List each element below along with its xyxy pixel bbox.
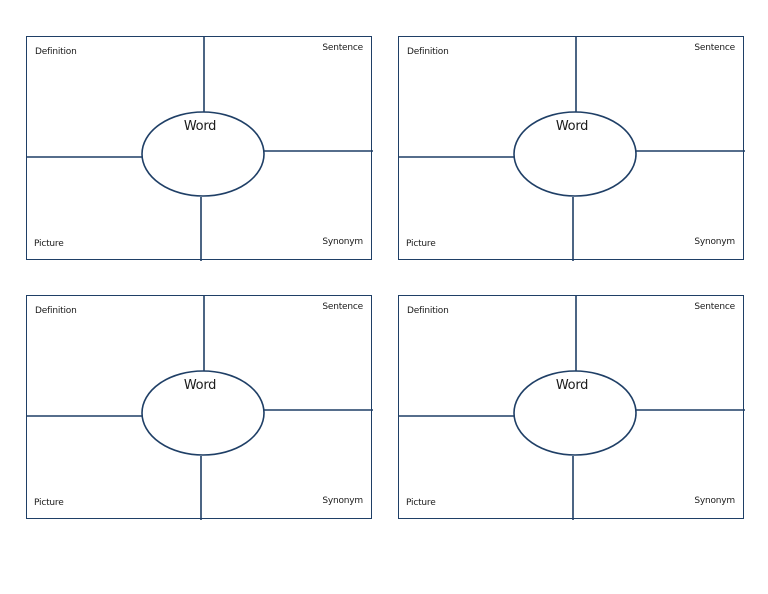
sentence-label: Sentence <box>694 43 735 53</box>
word-oval <box>141 370 265 456</box>
synonym-label: Synonym <box>322 496 363 506</box>
card-dividers <box>27 37 373 261</box>
sentence-label: Sentence <box>322 302 363 312</box>
card-dividers <box>27 296 373 520</box>
frayer-card-3: Definition Sentence Word Picture Synonym <box>26 295 373 520</box>
sentence-label: Sentence <box>694 302 735 312</box>
synonym-label: Synonym <box>694 237 735 247</box>
card-dividers <box>399 37 745 261</box>
word-label: Word <box>555 119 589 134</box>
picture-label: Picture <box>406 498 436 508</box>
synonym-label: Synonym <box>694 496 735 506</box>
word-oval <box>141 111 265 197</box>
synonym-label: Synonym <box>322 237 363 247</box>
frayer-card-4: Definition Sentence Word Picture Synonym <box>398 295 745 520</box>
definition-label: Definition <box>35 47 77 57</box>
definition-label: Definition <box>407 47 449 57</box>
frayer-card-1: Definition Sentence Word Picture Synonym <box>26 36 373 261</box>
definition-label: Definition <box>35 306 77 316</box>
card-dividers <box>399 296 745 520</box>
word-label: Word <box>183 378 217 393</box>
picture-label: Picture <box>406 239 436 249</box>
word-oval <box>513 370 637 456</box>
definition-label: Definition <box>407 306 449 316</box>
sentence-label: Sentence <box>322 43 363 53</box>
picture-label: Picture <box>34 498 64 508</box>
word-label: Word <box>183 119 217 134</box>
picture-label: Picture <box>34 239 64 249</box>
word-oval <box>513 111 637 197</box>
frayer-card-2: Definition Sentence Word Picture Synonym <box>398 36 745 261</box>
word-label: Word <box>555 378 589 393</box>
